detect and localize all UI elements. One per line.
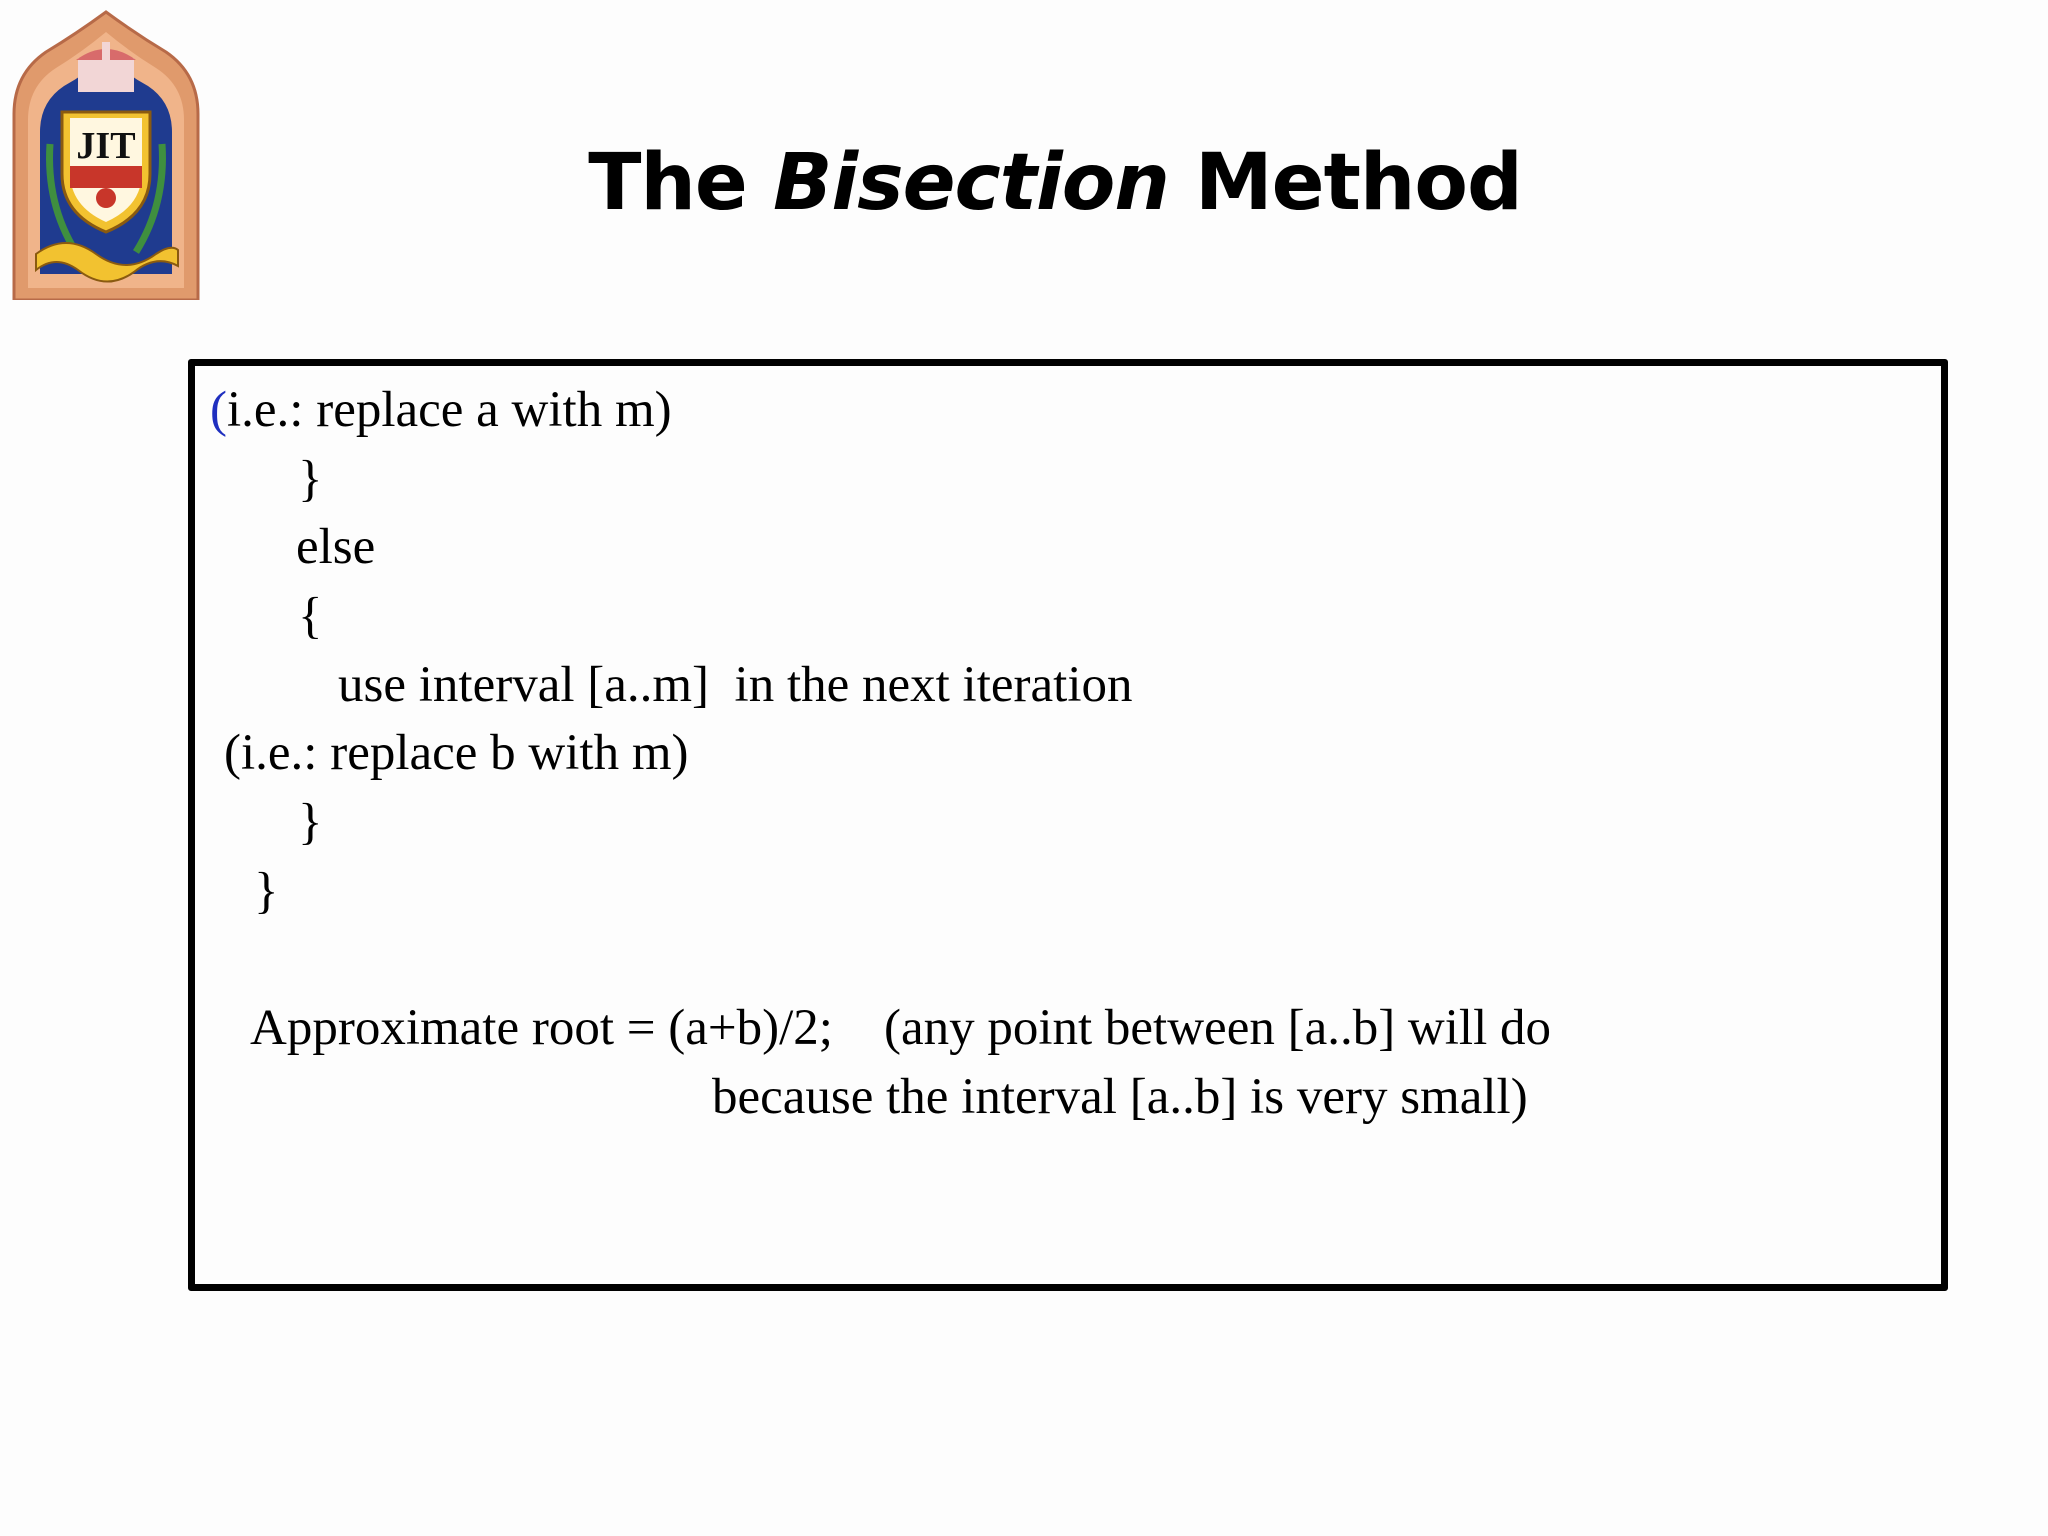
code-line-9: Approximate root = (a+b)/2; (any point b… [250,1000,1552,1056]
code-line-3: else [296,519,376,575]
code-line-4: { [298,588,323,644]
code-line-10: because the interval [a..b] is very smal… [712,1069,1528,1125]
code-line-1: (i.e.: replace a with m) [210,378,672,442]
content-box [188,359,1948,1291]
code-line-2: } [298,451,323,507]
slide-title: The Bisection Method [0,128,2048,238]
title-prefix: The [588,138,773,228]
code-line-8: } [254,863,279,919]
code-line-7: } [298,794,323,850]
code-paren: ( [210,382,227,438]
institute-crest-icon [12,10,200,300]
logo-text: JIT [76,125,136,167]
code-line-6: (i.e.: replace b with m) [224,725,689,781]
code-line-5: use interval [a..m] in the next iteratio… [338,657,1133,713]
code-line-1-text: i.e.: replace a with m) [226,382,672,438]
title-emphasis: Bisection [772,138,1170,228]
title-suffix: Method [1168,138,1523,228]
